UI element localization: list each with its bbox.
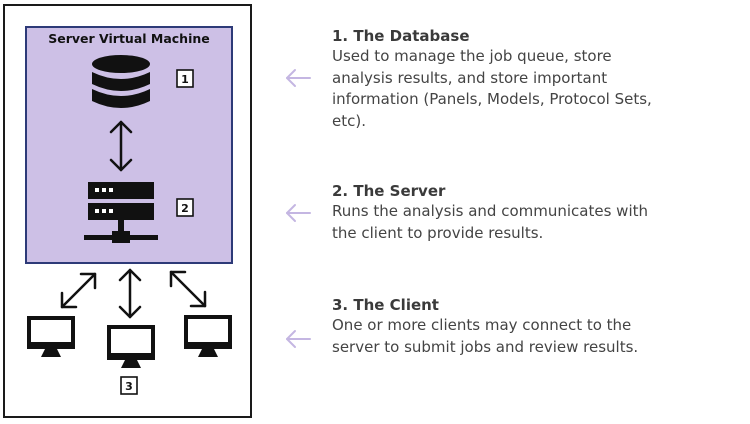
section-server: 2. The Server Runs the analysis and comm… [332,181,652,244]
badge-1: 1 [176,69,194,88]
arrow-left-icon [286,69,311,87]
monitor-icon-center [107,325,155,368]
database-icon [92,55,150,108]
arrow-left-icon [286,330,311,348]
section-heading: 1. The Database [332,27,470,45]
badge-3-label: 3 [125,380,133,393]
monitor-icon-left [27,316,75,357]
vm-title: Server Virtual Machine [48,31,210,46]
architecture-diagram: 1 2 [27,55,232,395]
badge-1-label: 1 [181,73,189,86]
section-heading: 2. The Server [332,182,446,200]
database-server-arrow [109,120,133,172]
arrow-left-icon [286,204,311,222]
badge-2: 2 [176,198,194,217]
section-heading: 3. The Client [332,296,439,314]
section-description: Runs the analysis and communicates with … [332,202,649,242]
section-database: 1. The Database Used to manage the job q… [332,26,652,132]
server-client-arrows [60,268,207,319]
server-icon [84,182,158,243]
badge-2-label: 2 [181,202,189,215]
badge-3: 3 [120,376,138,395]
section-description: Used to manage the job queue, store anal… [332,47,652,130]
monitor-icon-right [184,315,232,357]
section-description: One or more clients may connect to the s… [332,316,639,356]
section-client: 3. The Client One or more clients may co… [332,295,652,358]
